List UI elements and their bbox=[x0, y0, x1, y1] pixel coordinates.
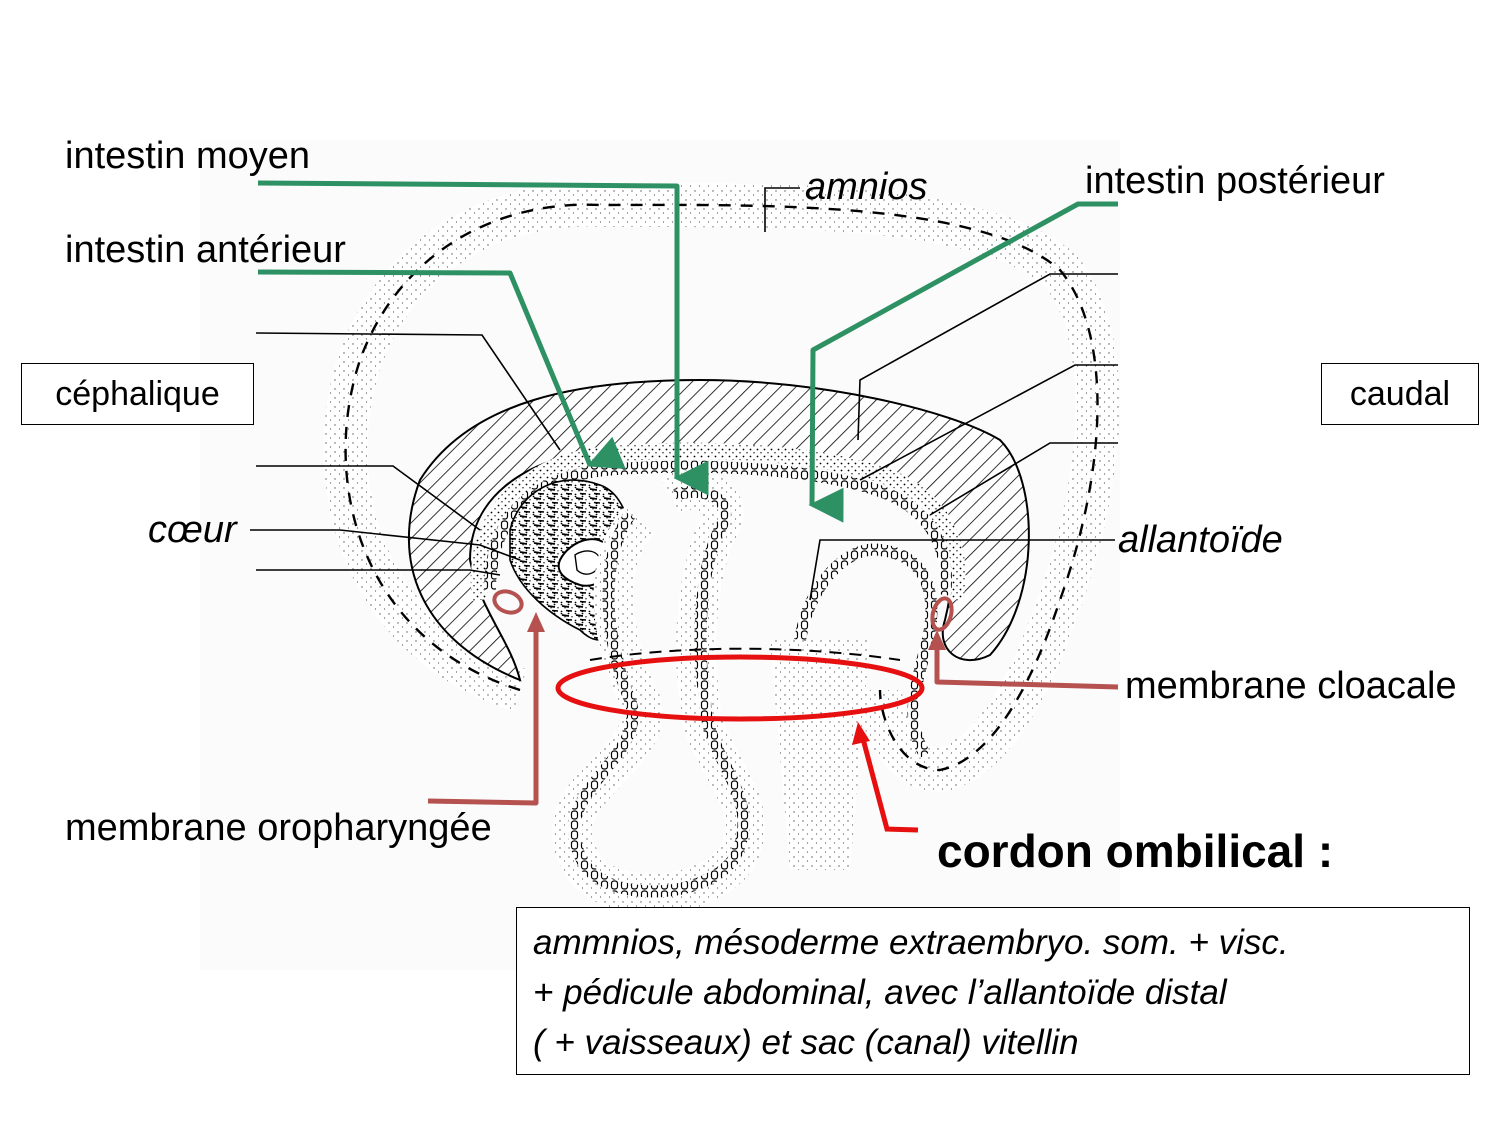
green-leaders bbox=[257, 180, 1118, 523]
label-membrane-oropharyngee: membrane oropharyngée bbox=[65, 807, 492, 849]
label-allantoide: allantoïde bbox=[1118, 519, 1283, 561]
umbilical-leader-arrowhead bbox=[852, 722, 870, 745]
label-caudal: caudal bbox=[1349, 374, 1451, 413]
caudal-box: caudal bbox=[1321, 363, 1479, 425]
cloacal-membrane-mark bbox=[930, 596, 954, 632]
left-pointer-lines bbox=[250, 332, 561, 576]
description-line: ammnios, mésoderme extraembryo. som. + v… bbox=[533, 923, 1289, 962]
label-cordon-ombilical: cordon ombilical : bbox=[937, 825, 1334, 877]
label-intestin-anterieur: intestin antérieur bbox=[65, 229, 346, 271]
connecting-stalk bbox=[770, 640, 870, 870]
umbilical-ring bbox=[555, 654, 925, 722]
label-intestin-posterieur: intestin postérieur bbox=[1085, 160, 1385, 202]
allantois-duct bbox=[809, 539, 1115, 601]
amnion-line bbox=[344, 203, 1099, 772]
oropharyngeal-membrane-mark bbox=[492, 589, 524, 615]
description-line: + pédicule abdominal, avec l’allantoïde … bbox=[533, 973, 1227, 1012]
mesoderm-band bbox=[470, 442, 966, 602]
label-coeur: cœur bbox=[148, 509, 237, 551]
label-intestin-moyen: intestin moyen bbox=[65, 135, 311, 177]
umbilical-dashed-line bbox=[589, 647, 901, 661]
right-pointer-lines bbox=[764, 187, 1118, 516]
yolk-sac-wall bbox=[568, 485, 750, 898]
umbilical-leader bbox=[859, 734, 919, 833]
cephalique-box: céphalique bbox=[21, 363, 254, 425]
description-line: ( + vaisseaux) et sac (canal) vitellin bbox=[533, 1023, 1079, 1062]
cordon-description-box: ammnios, mésoderme extraembryo. som. + v… bbox=[516, 907, 1470, 1075]
label-membrane-cloacale: membrane cloacale bbox=[1125, 665, 1457, 707]
brown-leaders bbox=[427, 612, 1119, 806]
label-cephalique: céphalique bbox=[55, 374, 220, 413]
label-amnios: amnios bbox=[805, 166, 928, 208]
